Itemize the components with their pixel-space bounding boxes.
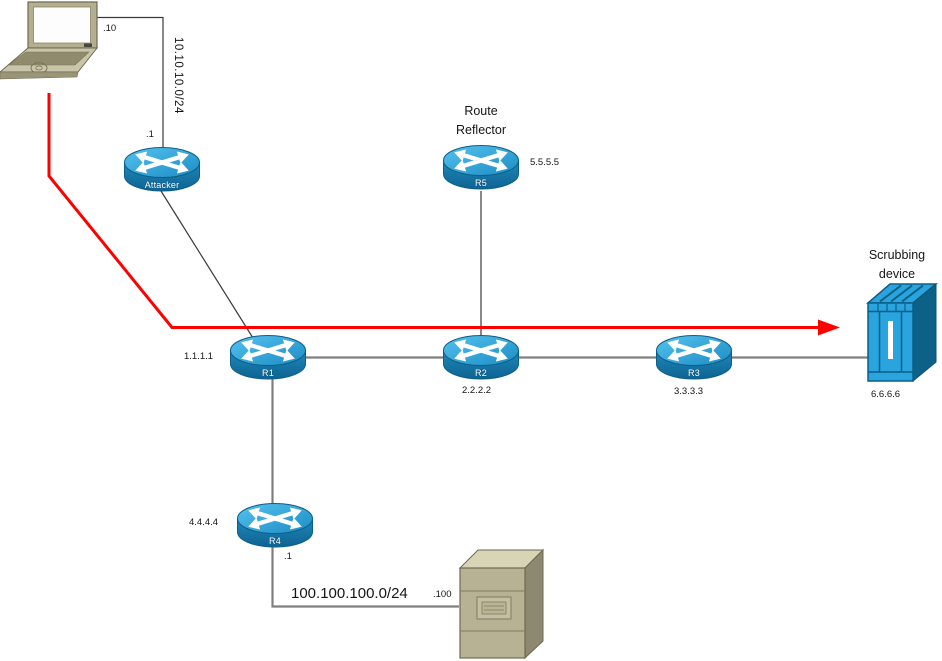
r4-ip-label: 4.4.4.4 bbox=[189, 517, 219, 528]
r5-ip-label: 5.5.5.5 bbox=[530, 157, 560, 168]
attack-path-arrow bbox=[47, 93, 840, 336]
pc-interface-label: .10 bbox=[103, 23, 117, 34]
r3-ip-label: 3.3.3.3 bbox=[674, 386, 704, 397]
r4-interface-label: .1 bbox=[284, 551, 292, 562]
target-server bbox=[452, 545, 547, 660]
scrubbing-device-icon bbox=[865, 282, 939, 383]
router-r1: R1 bbox=[229, 334, 307, 382]
router-attacker: Attacker bbox=[123, 146, 201, 194]
scrubbing-device-label: Scrubbing device bbox=[868, 248, 926, 281]
link-pc-attacker bbox=[96, 16, 164, 148]
link-attacker-r1 bbox=[160, 190, 254, 339]
attacker-pc bbox=[0, 0, 100, 82]
router-r4: R4 bbox=[236, 502, 314, 550]
router-attacker-label: Attacker bbox=[144, 180, 180, 190]
router-r2: R2 bbox=[442, 334, 520, 382]
server-interface-label: .100 bbox=[433, 589, 452, 600]
router-r3: R3 bbox=[655, 334, 733, 382]
router-r4-label: R4 bbox=[269, 536, 281, 546]
r2-ip-label: 2.2.2.2 bbox=[462, 385, 492, 396]
route-reflector-label: Route Reflector bbox=[455, 104, 507, 137]
scrubbing-device bbox=[858, 280, 940, 385]
router-r3-label: R3 bbox=[688, 368, 700, 378]
link-r4-server bbox=[271, 545, 459, 608]
router-r1-label: R1 bbox=[262, 368, 274, 378]
attacker-interface-label: .1 bbox=[146, 129, 154, 140]
server-icon bbox=[458, 548, 545, 660]
subnet-10-label: 10.10.10.0/24 bbox=[172, 37, 184, 114]
r1-ip-label: 1.1.1.1 bbox=[184, 351, 214, 362]
router-r5: R5 bbox=[442, 144, 520, 192]
scrubbing-ip-label: 6.6.6.6 bbox=[871, 389, 901, 400]
laptop-icon bbox=[0, 1, 99, 80]
router-r2-label: R2 bbox=[475, 368, 487, 378]
router-r5-label: R5 bbox=[475, 178, 487, 188]
subnet-100-label: 100.100.100.0/24 bbox=[291, 585, 408, 602]
